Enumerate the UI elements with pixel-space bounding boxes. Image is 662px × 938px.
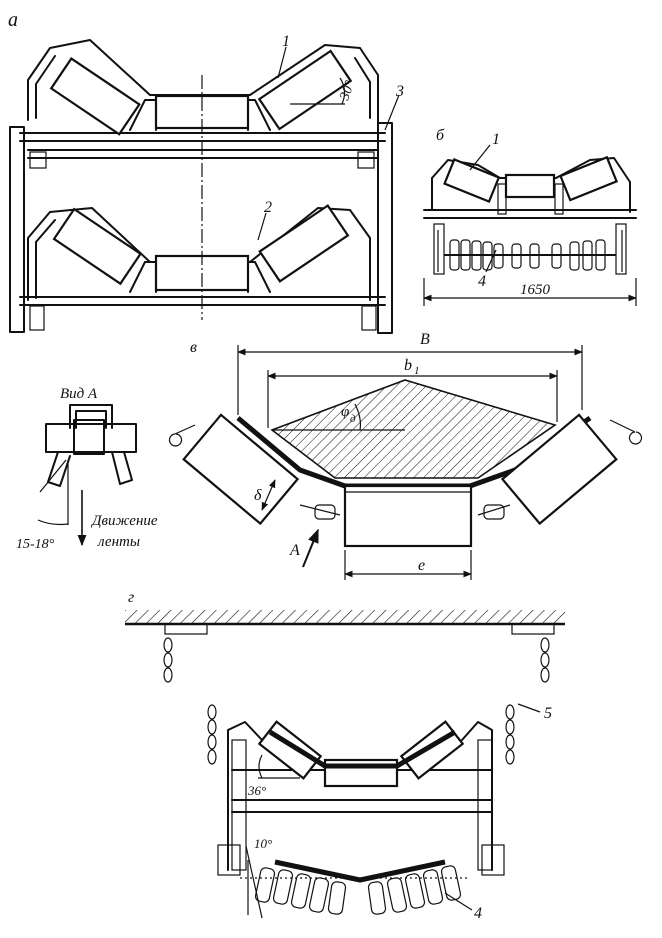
dim-phi-subscript: д (350, 413, 356, 425)
dim-view-A-arrow-label: A (289, 542, 300, 559)
callout-2-a: 2 (264, 199, 272, 216)
dim-phi: φ (341, 404, 349, 420)
callout-3-a: 3 (395, 83, 404, 100)
callout-1-a: 1 (282, 33, 290, 50)
panel-a-drawing (9, 39, 400, 334)
panel-label-g: г (128, 589, 134, 606)
motion-label-line2: ленты (97, 534, 140, 550)
panel-b-drawing (423, 144, 637, 306)
dim-angle-15-18: 15-18° (16, 537, 55, 552)
dim-b1-subscript: 1 (414, 365, 420, 377)
dim-width-1650: 1650 (520, 282, 551, 298)
callout-4-b: 4 (478, 273, 486, 290)
panel-label-v: в (190, 339, 197, 356)
dim-e: e (418, 557, 425, 574)
panel-v-drawing (168, 345, 643, 580)
dim-B: B (420, 331, 430, 348)
dim-angle-10: 10° (254, 836, 272, 851)
dim-delta: δ (254, 487, 262, 504)
panel-g-drawing (125, 610, 565, 919)
dim-b1: b (404, 357, 412, 374)
callout-5-g: 5 (544, 705, 552, 722)
panel-label-b: б (436, 127, 445, 144)
dim-angle-36: 36° (247, 783, 266, 798)
callout-4-g: 4 (474, 905, 482, 922)
callout-1-b: 1 (492, 131, 500, 148)
view-a-title: Вид А (60, 386, 98, 402)
panel-label-a: а (8, 9, 18, 31)
motion-label-line1: Движение (90, 513, 158, 529)
view-a-drawing (37, 404, 137, 547)
dim-angle-30: 30° (337, 78, 358, 103)
